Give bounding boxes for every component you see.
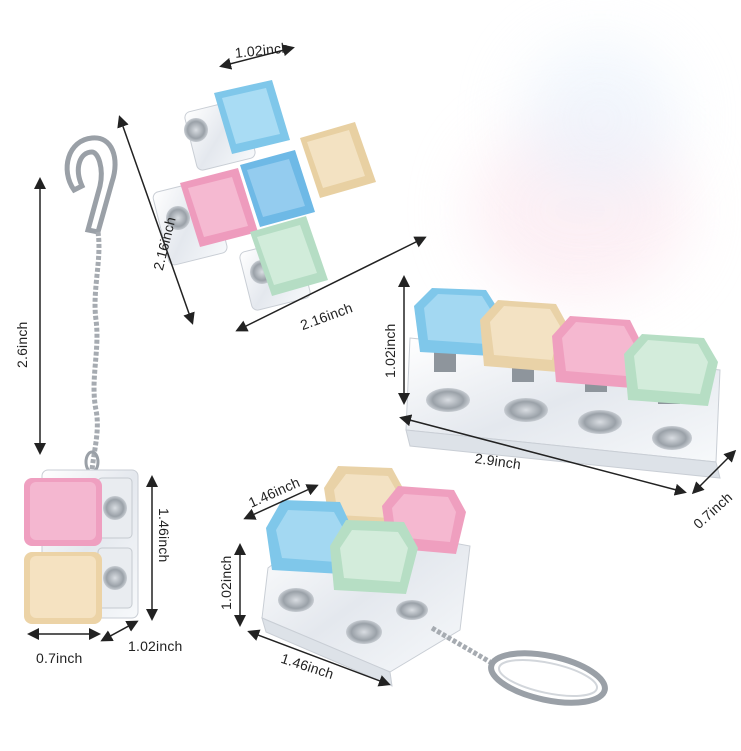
label-keychain-depth: 0.7inch: [36, 650, 83, 666]
keycap-mint-square: [330, 520, 418, 594]
keycap-pink-left: [180, 168, 258, 247]
label-square-height: 1.02inch: [218, 555, 234, 610]
dim-line-cross-bottom: [235, 236, 427, 332]
dim-line-cross-top: [219, 44, 295, 70]
keycap-blue-center: [240, 150, 315, 227]
dim-line-square-bottom: [247, 629, 391, 687]
dim-line-cross-left: [117, 115, 195, 325]
dim-line-square-top: [243, 484, 319, 520]
keycap-blue-top: [214, 80, 290, 154]
background-glow-blue: [520, 40, 680, 200]
label-keychain-height: 1.46inch: [156, 508, 172, 563]
label-row-height: 1.02inch: [382, 323, 398, 378]
keychain-fidget: [24, 135, 139, 624]
dim-line-row-depth: [691, 449, 737, 495]
cross-fidget: [152, 80, 376, 311]
row-fidget: [405, 288, 721, 479]
label-keychain-width: 1.02inch: [128, 638, 183, 654]
keycap-pink-keychain: [24, 478, 102, 546]
keycap-blue-row: [414, 288, 500, 356]
keycap-mint-row: [624, 334, 718, 406]
dim-line-keychain-width: [100, 620, 139, 642]
keycap-pink-row: [552, 316, 642, 388]
dim-line-row-length: [399, 414, 687, 496]
keycap-cream-keychain: [24, 552, 102, 624]
keycap-cream-row: [480, 300, 568, 372]
label-keychain-length: 2.6inch: [14, 321, 30, 368]
keycap-cream-right: [300, 122, 376, 198]
